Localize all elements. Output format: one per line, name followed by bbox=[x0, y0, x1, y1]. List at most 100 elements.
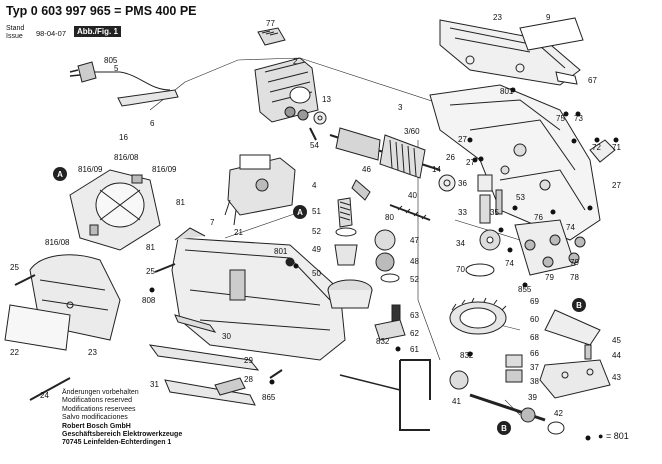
label-62: 62 bbox=[410, 329, 419, 338]
note-line: Salvo modificaciones bbox=[62, 414, 128, 422]
callout-b-top-label: B bbox=[576, 301, 582, 310]
label-808: 808 bbox=[142, 296, 156, 305]
part-30 bbox=[174, 314, 217, 333]
part-4-switch bbox=[224, 154, 296, 226]
label-78: 78 bbox=[570, 273, 579, 282]
label-63: 63 bbox=[410, 311, 419, 320]
label-42: 42 bbox=[554, 409, 563, 418]
label-67: 67 bbox=[588, 76, 597, 85]
label-27-b: 27 bbox=[466, 158, 475, 167]
label-3: 3 bbox=[398, 103, 403, 112]
label-79-b: 79 bbox=[545, 273, 554, 282]
marker-dots bbox=[149, 87, 619, 441]
label-832-a: 832 bbox=[460, 351, 474, 360]
part-63 bbox=[391, 304, 401, 322]
part-46 bbox=[351, 179, 371, 201]
dot-legend: ● = 801 bbox=[598, 431, 629, 441]
label-801-b: 801 bbox=[500, 87, 514, 96]
note-line: Modifications reserved bbox=[62, 397, 133, 405]
label-44: 44 bbox=[612, 351, 621, 360]
part-52b bbox=[380, 273, 400, 283]
label-49: 49 bbox=[312, 245, 321, 254]
label-24: 24 bbox=[40, 391, 49, 400]
label-71: 71 bbox=[612, 143, 621, 152]
label-27-a: 27 bbox=[458, 135, 467, 144]
label-816-08-b: 816/08 bbox=[45, 238, 70, 247]
label-21: 21 bbox=[234, 228, 243, 237]
label-41: 41 bbox=[452, 397, 461, 406]
label-26: 26 bbox=[446, 153, 455, 162]
label-76: 76 bbox=[534, 213, 543, 222]
part-28 bbox=[214, 377, 246, 396]
part-3-armature bbox=[329, 127, 456, 192]
part-23-housing-half bbox=[439, 17, 584, 86]
label-9: 9 bbox=[546, 13, 551, 22]
label-37: 37 bbox=[530, 363, 539, 372]
part-number-labels: 77 805 5 6 2 13 54 3 3/60 23 9 67 16 816… bbox=[10, 13, 621, 418]
label-816-09-a: 816/09 bbox=[78, 165, 103, 174]
part-38 bbox=[505, 369, 523, 383]
label-14: 14 bbox=[432, 165, 441, 174]
part-70 bbox=[465, 263, 495, 277]
label-22: 22 bbox=[10, 348, 19, 357]
stand-label: Stand Issue bbox=[6, 25, 24, 41]
label-73: 73 bbox=[574, 114, 583, 123]
screw-24 bbox=[29, 377, 71, 401]
label-31: 31 bbox=[150, 380, 159, 389]
part-805-cord bbox=[69, 61, 179, 107]
callout-a-right-label: A bbox=[297, 208, 303, 217]
label-43: 43 bbox=[612, 373, 621, 382]
stand-label-en: Issue bbox=[6, 33, 23, 40]
part-48 bbox=[375, 252, 395, 272]
label-53: 53 bbox=[516, 193, 525, 202]
label-60: 60 bbox=[530, 315, 539, 324]
part-61 bbox=[399, 359, 431, 431]
label-36: 36 bbox=[458, 179, 467, 188]
label-45: 45 bbox=[612, 336, 621, 345]
part-33 bbox=[479, 194, 491, 224]
label-75: 75 bbox=[556, 114, 565, 123]
company-name: Robert Bosch GmbH bbox=[62, 422, 131, 430]
label-816-09-b: 816/09 bbox=[152, 165, 177, 174]
part-36 bbox=[477, 174, 493, 192]
note-line: Modifications reservees bbox=[62, 405, 136, 413]
note-line: Änderungen vorbehalten bbox=[62, 389, 139, 396]
label-855: 855 bbox=[518, 285, 532, 294]
label-25-a: 25 bbox=[10, 263, 19, 272]
part-16-motor-housing bbox=[69, 169, 161, 251]
label-81-b: 81 bbox=[146, 243, 155, 252]
label-23-left: 23 bbox=[88, 348, 97, 357]
legal-notes: Änderungen vorbehalten Modifications res… bbox=[62, 389, 182, 448]
label-74-a: 74 bbox=[566, 223, 575, 232]
label-816-08-a: 816/08 bbox=[114, 153, 139, 162]
label-35: 35 bbox=[490, 208, 499, 217]
label-30: 30 bbox=[222, 332, 231, 341]
label-28: 28 bbox=[244, 375, 253, 384]
label-52-b: 52 bbox=[410, 275, 419, 284]
label-40: 40 bbox=[408, 191, 417, 200]
label-2: 2 bbox=[293, 57, 298, 66]
label-80: 80 bbox=[385, 213, 394, 222]
part-29 bbox=[148, 344, 260, 371]
figure-label: Abb./Fig. 1 bbox=[74, 26, 121, 37]
label-6: 6 bbox=[150, 119, 155, 128]
part-2-stator bbox=[254, 57, 319, 123]
callout-a-right bbox=[293, 205, 307, 219]
label-865: 865 bbox=[262, 393, 276, 402]
legend-dot-icon: ● bbox=[598, 431, 604, 441]
label-69: 69 bbox=[530, 297, 539, 306]
label-50: 50 bbox=[312, 269, 321, 278]
screw-25-left bbox=[14, 274, 36, 286]
page-title: Typ 0 603 997 965 = PMS 400 PE bbox=[6, 4, 197, 18]
part-52a bbox=[335, 227, 357, 237]
label-74-b: 74 bbox=[505, 259, 514, 268]
label-70: 70 bbox=[456, 265, 465, 274]
label-4: 4 bbox=[312, 181, 317, 190]
screw-25-mid bbox=[154, 263, 176, 273]
label-27-c: 27 bbox=[612, 181, 621, 190]
label-54: 54 bbox=[310, 141, 319, 150]
issue-date: 98-04-07 bbox=[36, 29, 67, 38]
label-39: 39 bbox=[528, 393, 537, 402]
part-41 bbox=[449, 370, 469, 390]
